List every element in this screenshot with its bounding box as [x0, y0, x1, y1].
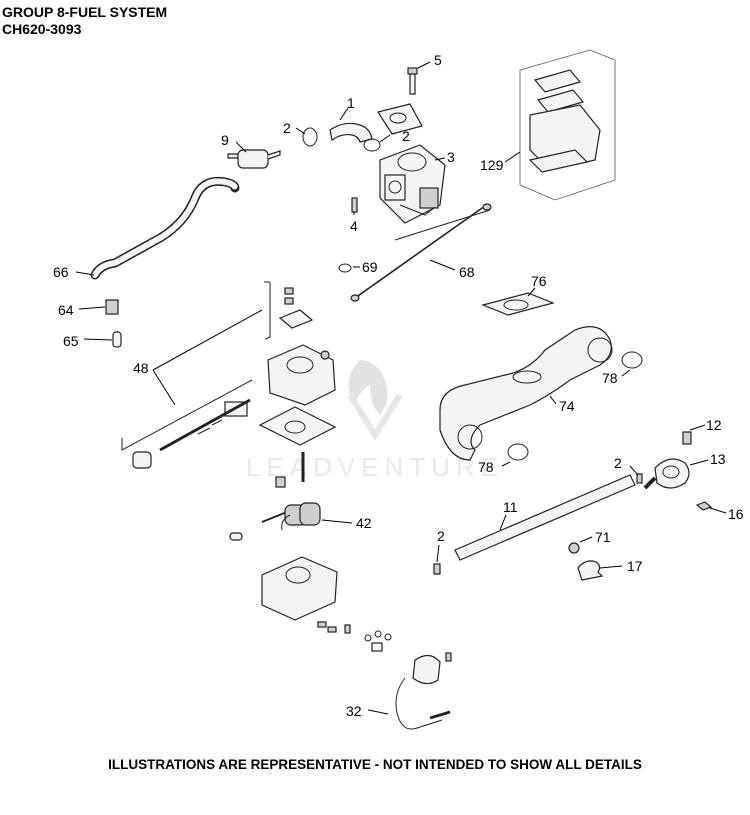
- callout-65: 65: [63, 333, 79, 349]
- bolt-5: [407, 67, 418, 95]
- fuel-pump-13: [643, 458, 690, 490]
- callout-78: 78: [602, 370, 618, 386]
- carb-body-upper: [267, 344, 336, 406]
- callout-17: 17: [627, 558, 643, 574]
- callout-13: 13: [710, 451, 726, 467]
- intake-manifold-74: [439, 326, 613, 461]
- gasket-76: [481, 292, 555, 316]
- solenoid-harness-42: [261, 502, 321, 531]
- screw-71: [568, 542, 580, 554]
- fitting-64: [105, 299, 119, 315]
- callout-66: 66: [53, 264, 69, 280]
- callout-16: 16: [728, 506, 744, 522]
- hose-clamp-2a: [302, 127, 318, 147]
- callout-2: 2: [614, 455, 622, 471]
- leader-lines: [75, 61, 727, 715]
- callout-4: 4: [350, 218, 358, 234]
- callout-12: 12: [706, 417, 722, 433]
- callout-32: 32: [346, 703, 362, 719]
- watermark: LEADVENTURE: [246, 360, 504, 482]
- fuel-solenoid-32: [395, 654, 451, 730]
- nut-16: [695, 501, 713, 511]
- model-number: CH620-3093: [2, 21, 82, 37]
- o-ring-78b: [507, 443, 529, 461]
- callout-74: 74: [559, 398, 575, 414]
- fuel-line-11: [454, 474, 636, 561]
- footer-disclaimer: ILLUSTRATIONS ARE REPRESENTATIVE - NOT I…: [108, 757, 642, 772]
- callout-labels: 5 1 2 2 3 4 9 129 66 64 65 69 68 48 76 7…: [53, 52, 744, 719]
- carb-kit-inset-129: [519, 49, 616, 201]
- clamp-17: [577, 560, 604, 581]
- callout-5: 5: [434, 52, 442, 68]
- callout-2: 2: [402, 128, 410, 144]
- carb-body-lower: [261, 556, 338, 621]
- bracket-48-group: [121, 281, 271, 451]
- callout-42: 42: [356, 515, 372, 531]
- clip-2d: [433, 563, 441, 575]
- elbow-hose-1: [329, 122, 373, 143]
- flame-icon: [348, 360, 388, 415]
- v-mark-icon: [347, 393, 403, 441]
- group-title: GROUP 8-FUEL SYSTEM: [2, 4, 168, 20]
- fuel-filter-9: [227, 149, 281, 169]
- callout-11: 11: [503, 499, 518, 515]
- float-48: [132, 451, 152, 469]
- gasket-48: [258, 406, 337, 446]
- callout-3: 3: [447, 149, 455, 165]
- watermark-text: LEADVENTURE: [246, 452, 504, 482]
- o-ring-69: [338, 263, 352, 273]
- o-ring-78a: [621, 351, 643, 369]
- callout-78: 78: [478, 459, 494, 475]
- carburetor-3: [379, 144, 446, 224]
- fitting-65: [112, 331, 122, 348]
- screw-4: [351, 197, 358, 213]
- callout-76: 76: [531, 273, 547, 289]
- throttle-cable-68: [350, 203, 492, 302]
- callout-1: 1: [347, 95, 355, 111]
- callout-48: 48: [133, 360, 149, 376]
- callout-129: 129: [480, 157, 504, 173]
- callout-2: 2: [437, 528, 445, 544]
- callout-69: 69: [362, 259, 378, 275]
- screw-12: [682, 431, 692, 445]
- clip-2c: [636, 473, 643, 484]
- carb-gasket: [377, 103, 423, 135]
- callout-71: 71: [595, 529, 611, 545]
- callout-68: 68: [459, 264, 475, 280]
- callout-2: 2: [283, 120, 291, 136]
- callout-9: 9: [221, 132, 229, 148]
- callout-64: 64: [58, 302, 74, 318]
- hose-clamp-2b: [363, 138, 381, 152]
